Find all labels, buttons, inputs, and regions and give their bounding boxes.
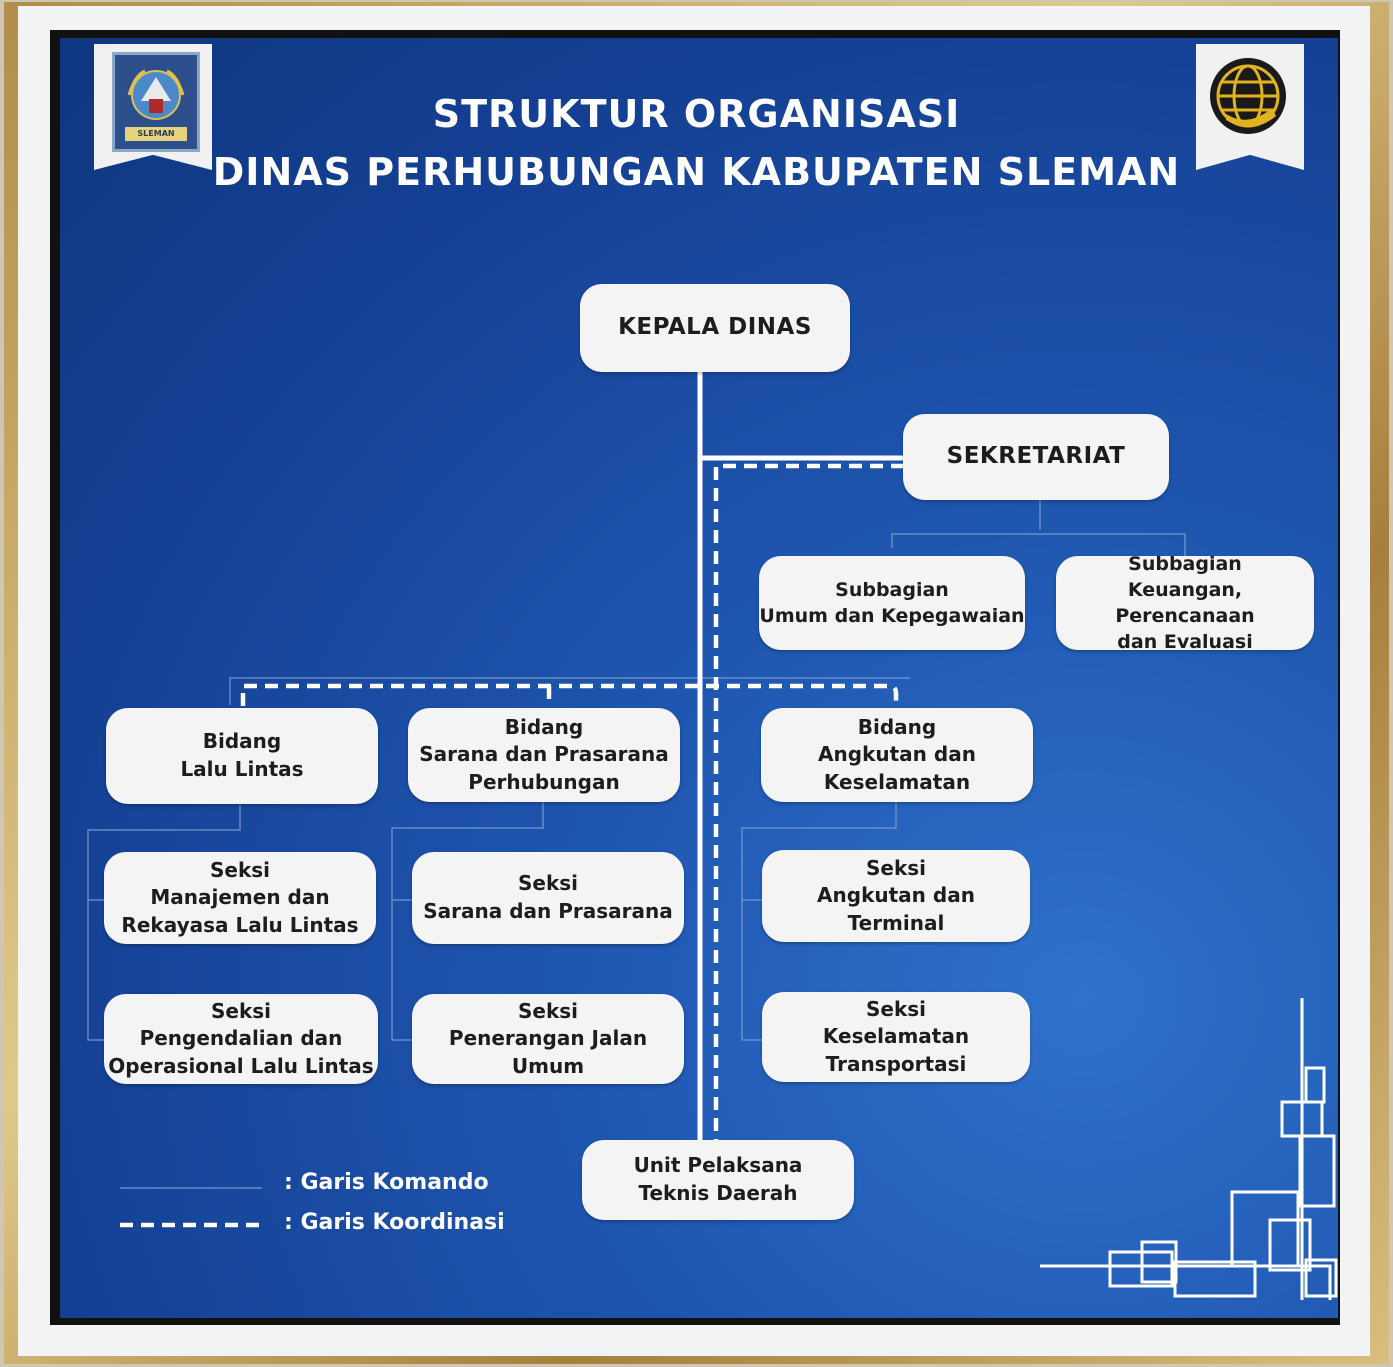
node-label: Subbagian Umum dan Kepegawaian bbox=[759, 578, 1025, 627]
dishub-globe-icon bbox=[1210, 58, 1286, 134]
node-kepala-dinas: KEPALA DINAS bbox=[580, 284, 850, 372]
node-sekretariat: SEKRETARIAT bbox=[903, 414, 1169, 500]
page-title: STRUKTUR ORGANISASI bbox=[432, 92, 961, 136]
node-seksi-keselamatan: Seksi Keselamatan Transportasi bbox=[762, 992, 1030, 1082]
node-label: Subbagian Keuangan, Perencanaan dan Eval… bbox=[1115, 552, 1255, 654]
coordination-line-bidang bbox=[240, 683, 899, 706]
node-label: Bidang Angkutan dan Keselamatan bbox=[818, 714, 976, 794]
node-seksi-sarana: Seksi Sarana dan Prasarana bbox=[412, 852, 684, 944]
node-label: Seksi Keselamatan Transportasi bbox=[822, 996, 970, 1076]
node-label: KEPALA DINAS bbox=[618, 314, 812, 341]
node-subbagian-keuangan: Subbagian Keuangan, Perencanaan dan Eval… bbox=[1056, 553, 1314, 653]
node-bidang-sarana: Bidang Sarana dan Prasarana Perhubungan bbox=[408, 708, 680, 802]
node-seksi-angkutan-terminal: Seksi Angkutan dan Terminal bbox=[762, 850, 1030, 942]
sleman-logo: SLEMAN bbox=[112, 52, 200, 152]
node-label: SEKRETARIAT bbox=[946, 443, 1126, 470]
corner-decoration bbox=[1040, 998, 1338, 1300]
node-label: Seksi Penerangan Jalan Umum bbox=[448, 998, 648, 1078]
sleman-logo-text: SLEMAN bbox=[125, 127, 187, 141]
sleman-emblem-icon bbox=[127, 69, 185, 120]
node-label: Bidang Lalu Lintas bbox=[180, 729, 304, 781]
node-label: Unit Pelaksana Teknis Daerah bbox=[633, 1153, 803, 1205]
node-bidang-angkutan: Bidang Angkutan dan Keselamatan bbox=[761, 708, 1033, 802]
node-label: Seksi Sarana dan Prasarana bbox=[423, 871, 673, 923]
node-label: Seksi Angkutan dan Terminal bbox=[817, 855, 975, 935]
node-seksi-manajemen: Seksi Manajemen dan Rekayasa Lalu Lintas bbox=[104, 852, 376, 944]
node-seksi-pengendalian: Seksi Pengendalian dan Operasional Lalu … bbox=[104, 994, 378, 1084]
node-subbagian-umum: Subbagian Umum dan Kepegawaian bbox=[759, 556, 1025, 650]
page-subtitle: DINAS PERHUBUNGAN KABUPATEN SLEMAN bbox=[212, 150, 1181, 194]
coordination-line-uptd bbox=[713, 463, 904, 1140]
node-label: Seksi Pengendalian dan Operasional Lalu … bbox=[108, 998, 374, 1078]
node-bidang-lalu-lintas: Bidang Lalu Lintas bbox=[106, 708, 378, 804]
legend-koordinasi: : Garis Koordinasi bbox=[284, 1210, 505, 1235]
node-seksi-penerangan: Seksi Penerangan Jalan Umum bbox=[412, 994, 684, 1084]
node-label: Seksi Manajemen dan Rekayasa Lalu Lintas bbox=[121, 857, 359, 937]
left-logo-banner: SLEMAN bbox=[94, 44, 212, 170]
legend-komando: : Garis Komando bbox=[284, 1170, 489, 1195]
node-uptd: Unit Pelaksana Teknis Daerah bbox=[582, 1140, 854, 1220]
node-label: Bidang Sarana dan Prasarana Perhubungan bbox=[419, 714, 669, 794]
right-logo-banner bbox=[1196, 44, 1304, 170]
